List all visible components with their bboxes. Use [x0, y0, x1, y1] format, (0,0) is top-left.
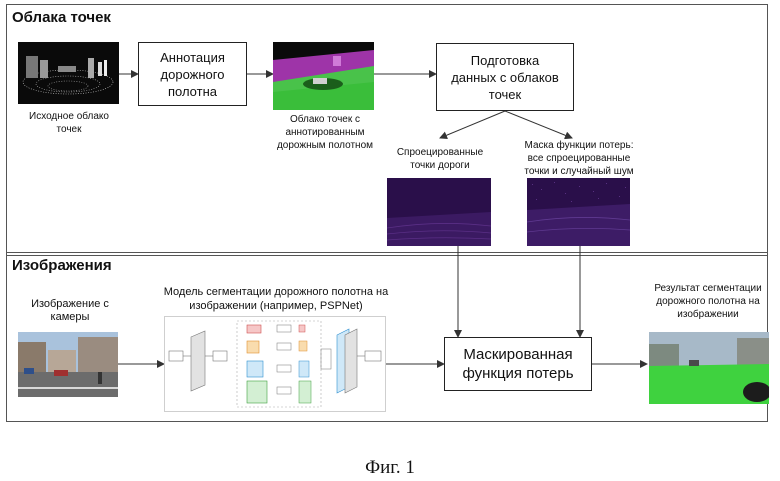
pspnet-architecture-render [165, 317, 386, 412]
figure-caption: Фиг. 1 [0, 457, 780, 479]
point-cloud-data-prep-box: Подготовка данных с облаков точек [436, 43, 574, 111]
segmentation-result-render [649, 332, 769, 404]
loss-mask-image [527, 178, 630, 246]
projected-road-points-caption: Спроецированные точки дороги [385, 146, 495, 172]
masked-loss-function-box: Маскированная функция потерь [444, 337, 592, 391]
camera-image [18, 332, 118, 397]
annotated-point-cloud-caption: Облако точек с аннотированным дорожным п… [263, 113, 387, 152]
pspnet-architecture-diagram [164, 316, 386, 412]
loss-mask-render [527, 178, 630, 246]
arrow-prep-to-mask [505, 111, 572, 138]
segmentation-model-caption: Модель сегментации дорожного полотна на … [150, 285, 402, 313]
arrow-prep-to-projected [440, 111, 505, 138]
camera-image-render [18, 332, 118, 397]
road-annotation-box: Аннотация дорожного полотна [138, 42, 247, 106]
annotated-point-cloud-render [273, 42, 374, 110]
projected-road-points-image [387, 178, 491, 246]
raw-point-cloud-caption: Исходное облако точек [14, 110, 124, 136]
projected-road-points-render [387, 178, 491, 246]
annotated-point-cloud-image [273, 42, 374, 110]
segmentation-result-image [649, 332, 769, 404]
segmentation-result-caption: Результат сегментации дорожного полотна … [640, 282, 776, 321]
loss-mask-caption: Маска функции потерь: все спроецированны… [511, 139, 647, 178]
raw-point-cloud-image [18, 42, 119, 104]
camera-image-caption: Изображение с камеры [18, 298, 122, 324]
raw-point-cloud-render [18, 42, 119, 104]
